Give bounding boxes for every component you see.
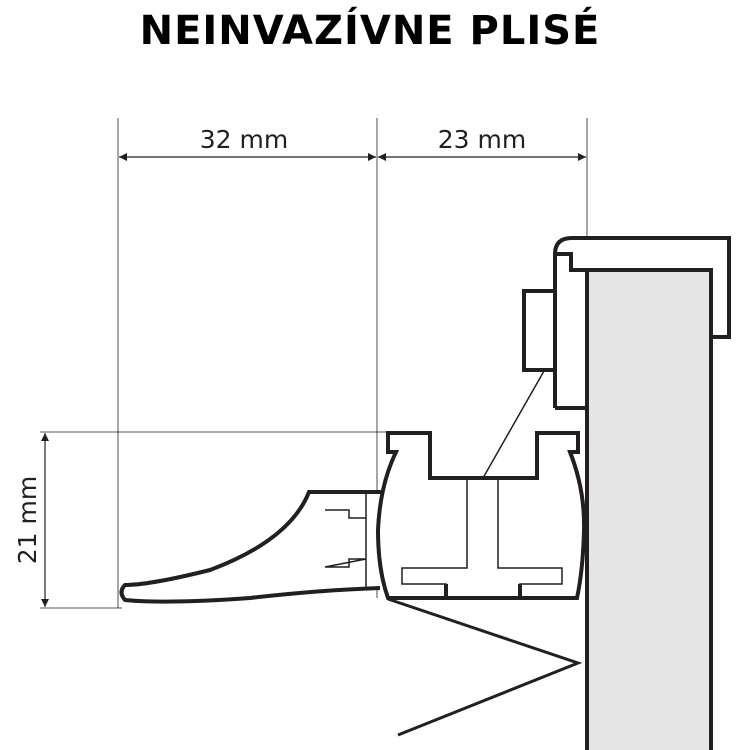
cord-line bbox=[482, 370, 545, 479]
window-frame bbox=[585, 268, 713, 750]
extension-lines bbox=[40, 118, 588, 609]
diagram-title: NEINVAZÍVNE PLISÉ bbox=[139, 8, 601, 54]
dimension-label-21mm: 21 mm bbox=[13, 476, 42, 564]
dimension-arrows bbox=[41, 153, 586, 607]
bottom-rail-profile bbox=[375, 431, 587, 600]
top-bracket bbox=[553, 236, 731, 410]
bracket-clip bbox=[522, 289, 557, 372]
handle-insert bbox=[324, 509, 367, 568]
pleated-fabric bbox=[387, 597, 583, 737]
handle bbox=[119, 490, 384, 604]
dimension-label-23mm: 23 mm bbox=[438, 125, 526, 154]
dimension-label-32mm: 32 mm bbox=[200, 125, 288, 154]
